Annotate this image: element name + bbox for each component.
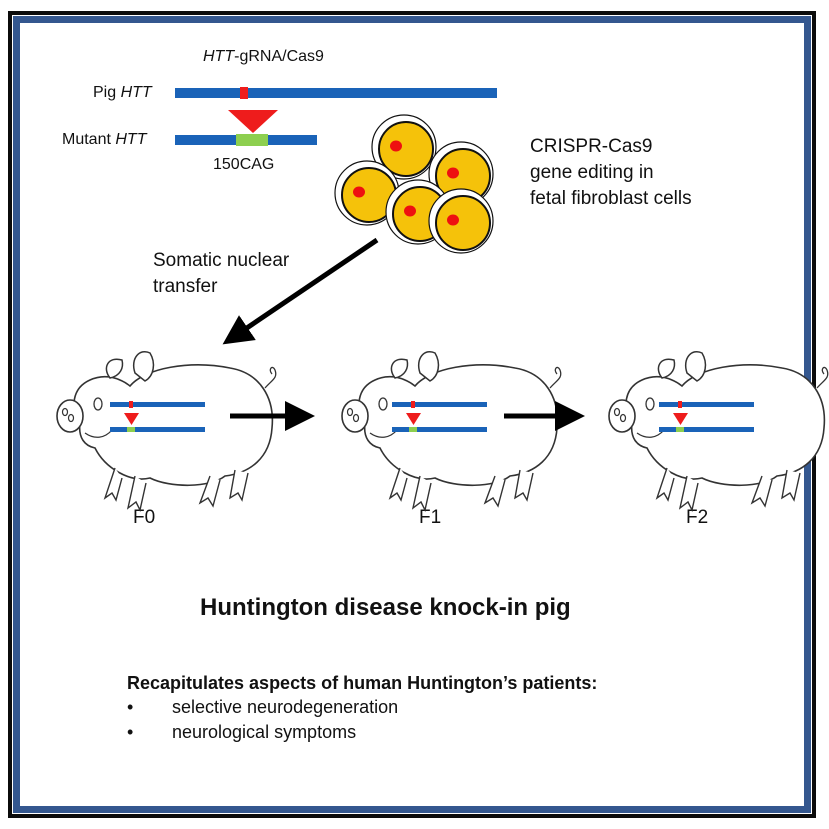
fibroblast-cells-cluster: [334, 114, 494, 254]
wildtype-label: Pig HTT: [93, 84, 152, 102]
cell-nucleus: [447, 214, 459, 226]
generation-label-f1: F1: [419, 507, 442, 528]
cut-site-marker: [240, 87, 248, 99]
generation-label-f0: F0: [133, 507, 156, 528]
cell-nucleus: [447, 167, 459, 179]
bullet-text: neurological symptoms: [172, 722, 357, 742]
cell-nucleus: [404, 205, 416, 217]
pig-gene-schematic: [392, 401, 487, 432]
insertion-arrow: [228, 110, 278, 133]
cells-description: CRISPR-Cas9 gene editing in fetal fibrob…: [530, 134, 692, 212]
bullet-text: selective neurodegeneration: [172, 697, 399, 717]
bullet-marker: •: [127, 722, 134, 742]
transfer-label-line: transfer: [153, 276, 218, 297]
transfer-arrow: [222, 237, 379, 345]
transfer-label-line: Somatic nuclear: [153, 250, 290, 271]
bullet-marker: •: [127, 697, 134, 717]
wildtype-label-gene: HTT: [120, 84, 152, 101]
summary-bullet-2: • neurological symptoms: [127, 722, 356, 743]
mutant-label: Mutant HTT: [62, 131, 146, 149]
insert-label: 150CAG: [213, 156, 275, 173]
cells-description-line: fetal fibroblast cells: [530, 188, 692, 209]
pig-gene-schematic: [659, 401, 754, 432]
guide-label-rest: -gRNA/Cas9: [234, 48, 324, 65]
fibroblast-cell: [371, 114, 437, 180]
fibroblast-cell: [428, 188, 494, 254]
guide-label: HTT-gRNA/Cas9: [203, 48, 324, 66]
mutant-label-prefix: Mutant: [62, 131, 116, 148]
fibroblast-cell: [428, 141, 494, 207]
cag-insert: [236, 134, 268, 146]
cells-description-line: CRISPR-Cas9: [530, 136, 653, 157]
summary-heading: Recapitulates aspects of human Huntingto…: [127, 673, 598, 693]
main-title: Huntington disease knock-in pig: [200, 594, 571, 621]
guide-label-gene: HTT: [203, 48, 235, 65]
cell-nucleus: [390, 140, 402, 152]
pig-gene-schematic: [110, 401, 205, 432]
cells-description-line: gene editing in: [530, 162, 654, 183]
generation-label-f2: F2: [686, 507, 709, 528]
transfer-label: Somatic nuclear transfer: [153, 248, 289, 300]
cell-nucleus: [353, 186, 365, 198]
summary-bullet-1: • selective neurodegeneration: [127, 697, 398, 718]
mutant-label-gene: HTT: [115, 131, 147, 148]
wildtype-label-prefix: Pig: [93, 84, 121, 101]
wildtype-gene-bar: [175, 88, 497, 98]
